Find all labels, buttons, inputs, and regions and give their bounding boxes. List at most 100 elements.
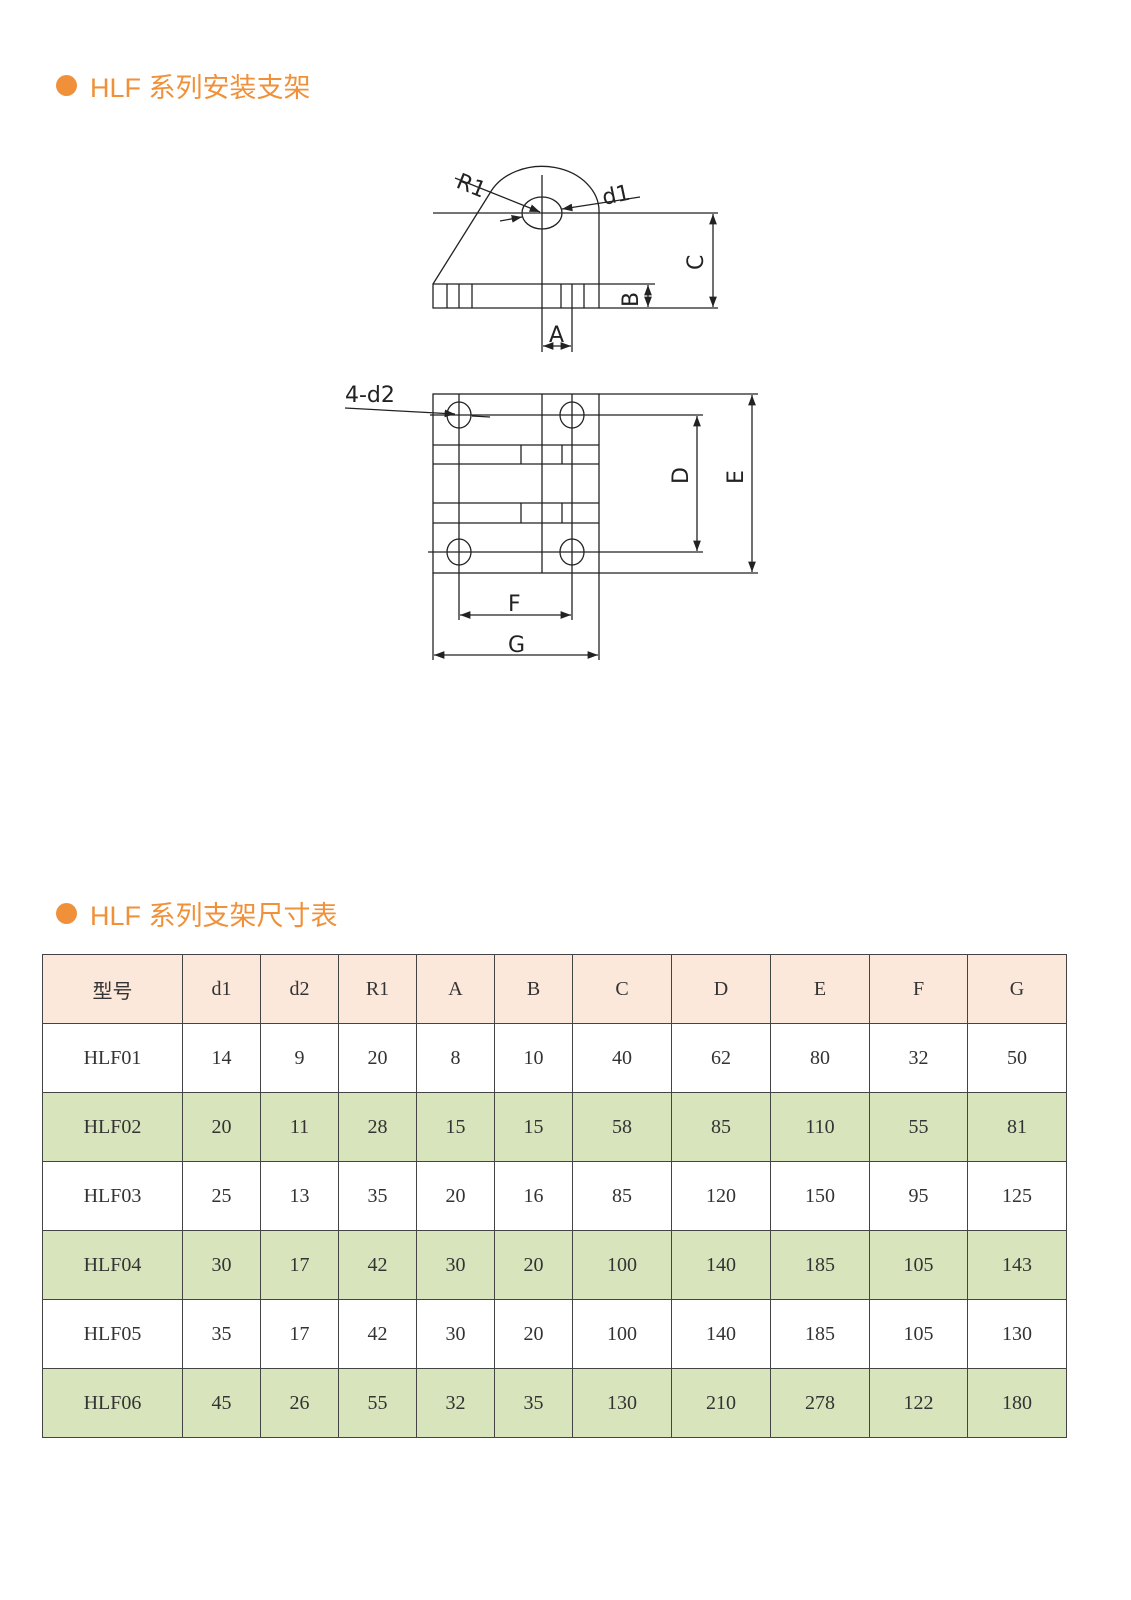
table-cell: 35 (494, 1368, 573, 1438)
table-cell: 35 (338, 1161, 417, 1231)
label-A: A (549, 323, 564, 348)
label-F: F (508, 592, 521, 617)
table-cell: 20 (416, 1161, 495, 1231)
table-cell: 50 (967, 1023, 1067, 1093)
header-cell: C (572, 954, 672, 1024)
header-cell: d1 (182, 954, 261, 1024)
table-cell: 105 (869, 1299, 968, 1369)
table-cell: 30 (416, 1299, 495, 1369)
table-cell: 80 (770, 1023, 870, 1093)
table-cell: 20 (338, 1023, 417, 1093)
table-cell: 140 (671, 1299, 771, 1369)
technical-drawing: R1 d1 C B A 4-d2 D E F G (344, 165, 758, 660)
header-cell: F (869, 954, 968, 1024)
table-cell: 40 (572, 1023, 672, 1093)
section-heading-dimension-table: HLF 系列支架尺寸表 (56, 894, 338, 933)
table-cell: 95 (869, 1161, 968, 1231)
label-G: G (508, 633, 525, 658)
table-cell: 130 (967, 1299, 1067, 1369)
table-cell: 125 (967, 1161, 1067, 1231)
header-cell: A (416, 954, 495, 1024)
table-cell: 15 (494, 1092, 573, 1162)
label-d1: d1 (600, 181, 633, 211)
table-cell: 15 (416, 1092, 495, 1162)
label-C: C (684, 255, 709, 270)
table-cell: 185 (770, 1299, 870, 1369)
plan-view (344, 393, 758, 660)
table-cell: 81 (967, 1092, 1067, 1162)
table-cell: 55 (869, 1092, 968, 1162)
table-cell: 17 (260, 1299, 339, 1369)
label-B: B (619, 292, 644, 307)
table-cell: 14 (182, 1023, 261, 1093)
table-cell: 9 (260, 1023, 339, 1093)
table-cell: 105 (869, 1230, 968, 1300)
header-cell: 型号 (42, 954, 183, 1024)
table-cell: 20 (494, 1299, 573, 1369)
table-cell: 55 (338, 1368, 417, 1438)
table-cell: 45 (182, 1368, 261, 1438)
table-cell: 143 (967, 1230, 1067, 1300)
table-cell: 185 (770, 1230, 870, 1300)
table-cell: 25 (182, 1161, 261, 1231)
table-cell: 278 (770, 1368, 870, 1438)
table-cell: 20 (494, 1230, 573, 1300)
table-cell: 140 (671, 1230, 771, 1300)
bullet-icon (56, 75, 77, 96)
header-cell: E (770, 954, 870, 1024)
table-cell: 30 (416, 1230, 495, 1300)
table-cell: 62 (671, 1023, 771, 1093)
section-title: HLF 系列安装支架 (90, 73, 311, 103)
table-cell: 58 (572, 1092, 672, 1162)
header-cell: D (671, 954, 771, 1024)
header-cell: B (494, 954, 573, 1024)
bullet-icon (56, 903, 77, 924)
table-cell: 122 (869, 1368, 968, 1438)
table-cell: 28 (338, 1092, 417, 1162)
table-cell: 32 (869, 1023, 968, 1093)
table-cell: 32 (416, 1368, 495, 1438)
table-cell: 130 (572, 1368, 672, 1438)
table-cell: 13 (260, 1161, 339, 1231)
header-cell: R1 (338, 954, 417, 1024)
table-cell: 17 (260, 1230, 339, 1300)
header-cell: d2 (260, 954, 339, 1024)
header-cell: G (967, 954, 1067, 1024)
table-cell: 42 (338, 1299, 417, 1369)
table-cell: 85 (572, 1161, 672, 1231)
section-heading-mounting-bracket: HLF 系列安装支架 (56, 66, 311, 105)
table-cell: 16 (494, 1161, 573, 1231)
label-D: D (669, 467, 694, 484)
table-cell: 120 (671, 1161, 771, 1231)
label-4-d2: 4-d2 (345, 383, 395, 408)
table-cell: 30 (182, 1230, 261, 1300)
table-cell: 85 (671, 1092, 771, 1162)
table-cell: HLF05 (42, 1299, 183, 1369)
table-cell: 150 (770, 1161, 870, 1231)
table-cell: 100 (572, 1230, 672, 1300)
table-cell: 110 (770, 1092, 870, 1162)
table-cell: HLF01 (42, 1023, 183, 1093)
table-cell: HLF02 (42, 1092, 183, 1162)
label-E: E (724, 470, 749, 484)
table-cell: 26 (260, 1368, 339, 1438)
table-cell: 210 (671, 1368, 771, 1438)
side-view (432, 165, 718, 352)
table-cell: 35 (182, 1299, 261, 1369)
table-cell: 42 (338, 1230, 417, 1300)
table-cell: 11 (260, 1092, 339, 1162)
table-cell: HLF03 (42, 1161, 183, 1231)
table-cell: 100 (572, 1299, 672, 1369)
table-cell: 20 (182, 1092, 261, 1162)
section-title: HLF 系列支架尺寸表 (90, 901, 338, 931)
table-cell: HLF06 (42, 1368, 183, 1438)
table-cell: 180 (967, 1368, 1067, 1438)
